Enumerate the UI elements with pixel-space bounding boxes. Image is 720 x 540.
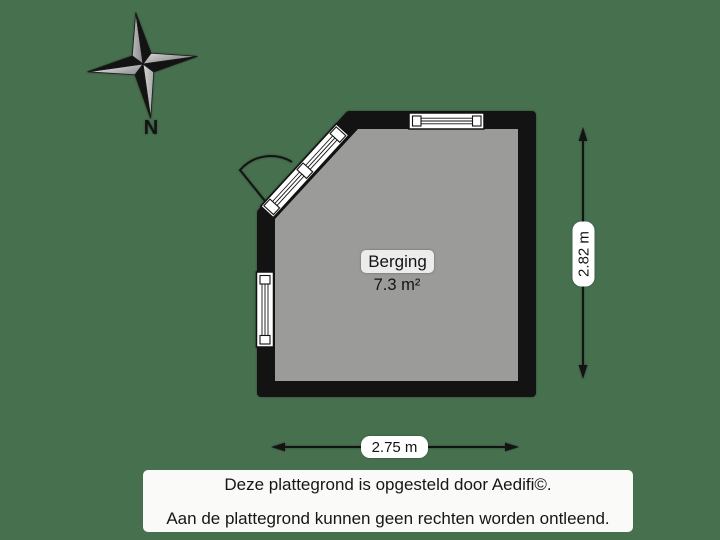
door-swing-arc [238,155,293,202]
room-label: Berging [361,250,434,273]
footer-disclaimer: Deze plattegrond is opgesteld door Aedif… [143,470,633,532]
top-window [408,112,485,130]
height-dimension-label: 2.82 m [572,221,595,287]
width-dimension-label: 2.75 m [361,436,428,458]
left-window [255,271,275,348]
compass-north-label: N [144,117,158,139]
footer-line-1: Deze plattegrond is opgesteld door Aedif… [224,475,552,494]
compass-icon [87,12,198,119]
footer-line-2: Aan de plattegrond kunnen geen rechten w… [166,509,610,528]
entry-door [259,122,351,219]
room-area: 7.3 m² [373,276,421,294]
